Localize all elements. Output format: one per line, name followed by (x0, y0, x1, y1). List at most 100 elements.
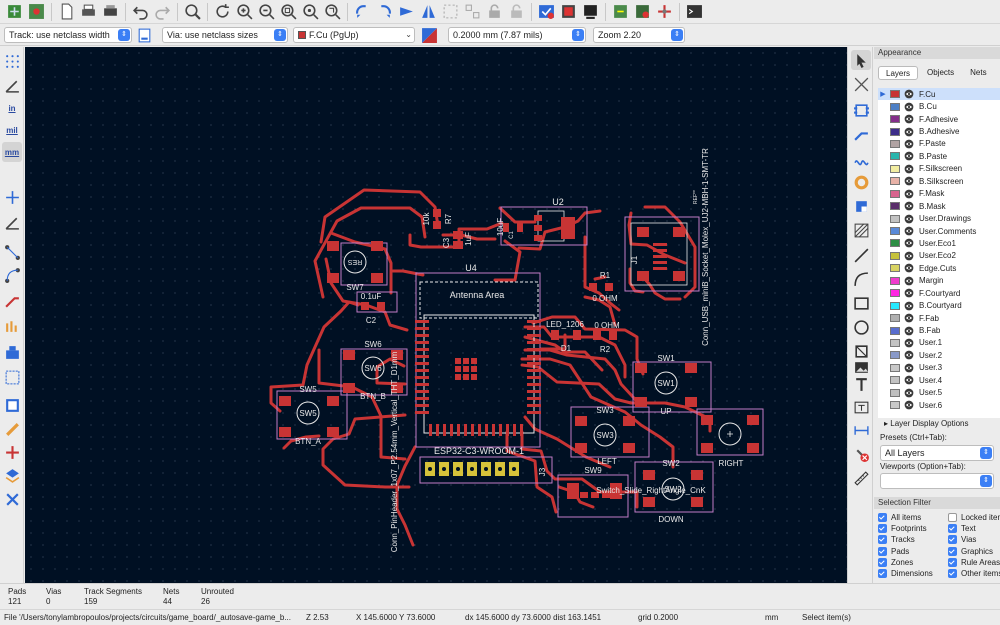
layer-select[interactable]: F.Cu (PgUp) ⌄ (293, 27, 415, 43)
sw3-switch[interactable]: SW3 SW3 LEFT (575, 406, 635, 466)
layer-row[interactable]: User.Drawings (878, 212, 1000, 224)
tab-objects[interactable]: Objects (927, 68, 955, 77)
visibility-eye-icon[interactable] (904, 238, 914, 248)
select-tool-icon[interactable] (851, 50, 871, 70)
checkbox[interactable] (948, 546, 957, 556)
ungroup-icon[interactable] (462, 1, 483, 22)
checkbox[interactable] (878, 513, 887, 522)
drc-icon[interactable] (536, 1, 557, 22)
layer-color-swatch[interactable] (890, 102, 900, 111)
measure-tool-icon[interactable] (851, 468, 871, 488)
draw-line-icon[interactable] (851, 245, 871, 265)
checkbox[interactable] (948, 524, 957, 534)
layer-row[interactable]: F.Courtyard (878, 287, 1000, 299)
layer-row[interactable]: F.Paste (878, 138, 1000, 150)
layer-row[interactable]: User.2 (878, 349, 1000, 361)
layer-row[interactable]: Margin (878, 275, 1000, 287)
draw-rectangle-icon[interactable] (851, 293, 871, 313)
layer-row[interactable]: F.Fab (878, 312, 1000, 324)
visibility-eye-icon[interactable] (904, 350, 914, 360)
layer-row[interactable]: F.Adhesive (878, 113, 1000, 125)
layer-row[interactable]: ▶F.Cu (878, 88, 1000, 101)
group-icon[interactable] (440, 1, 461, 22)
visibility-eye-icon[interactable] (904, 164, 914, 174)
layer-row[interactable]: User.5 (878, 387, 1000, 399)
u2-regulator[interactable]: U2 (534, 197, 575, 242)
layer-color-swatch[interactable] (890, 351, 900, 360)
filter-tracks[interactable]: Tracks (878, 535, 915, 545)
draw-polygon-icon[interactable] (851, 341, 871, 361)
filter-pads[interactable]: Pads (878, 546, 909, 556)
layer-row[interactable]: User.1 (878, 337, 1000, 349)
cursor-shape-icon[interactable] (2, 187, 22, 207)
filter-graphics[interactable]: Graphics (948, 546, 993, 556)
layer-color-swatch[interactable] (890, 289, 900, 298)
zoom-out-icon[interactable] (256, 1, 277, 22)
visibility-eye-icon[interactable] (904, 102, 914, 112)
zoom-fit-icon[interactable] (278, 1, 299, 22)
layers-display-icon[interactable] (2, 395, 22, 415)
passives-mid[interactable]: R1 0 OHM D1 LED_1206 R2 0 OHM (546, 271, 620, 354)
new-file-icon[interactable] (56, 1, 77, 22)
add-text-icon[interactable] (851, 374, 871, 394)
draw-arc-icon[interactable] (851, 269, 871, 289)
checkbox[interactable] (948, 535, 957, 545)
layer-color-swatch[interactable] (890, 177, 900, 186)
auto-track-width-icon[interactable] (134, 25, 155, 46)
rotate-cw-icon[interactable] (374, 1, 395, 22)
layer-color-swatch[interactable] (890, 227, 900, 236)
layer-color-swatch[interactable] (890, 202, 900, 211)
track-display-icon[interactable] (2, 292, 22, 312)
draw-circle-icon[interactable] (851, 317, 871, 337)
visibility-eye-icon[interactable] (904, 139, 914, 149)
checkbox[interactable] (878, 535, 887, 545)
zone-display-icon[interactable] (2, 342, 22, 362)
pcb-canvas[interactable]: U4 Antenna Area ESP32-C3-WROOM-1 U2 C1 1… (25, 47, 847, 583)
visibility-eye-icon[interactable] (904, 400, 914, 410)
rotate-ccw-icon[interactable] (352, 1, 373, 22)
layer-color-swatch[interactable] (890, 115, 900, 124)
rule-area-icon[interactable] (851, 220, 871, 240)
layer-row[interactable]: B.Silkscreen (878, 175, 1000, 187)
find-icon[interactable] (182, 1, 203, 22)
board-view[interactable]: U4 Antenna Area ESP32-C3-WROOM-1 U2 C1 1… (25, 47, 847, 583)
refresh-icon[interactable] (212, 1, 233, 22)
zoom-objects-icon[interactable] (300, 1, 321, 22)
layer-row[interactable]: B.Paste (878, 150, 1000, 162)
visibility-eye-icon[interactable] (904, 127, 914, 137)
layer-color-swatch[interactable] (890, 314, 900, 323)
checkbox[interactable] (878, 546, 887, 556)
checkbox[interactable] (878, 569, 887, 578)
visibility-eye-icon[interactable] (904, 176, 914, 186)
filter-all-items[interactable]: All items (878, 513, 921, 522)
filter-zones[interactable]: Zones (878, 557, 913, 567)
flip-board-icon[interactable] (2, 419, 22, 439)
tab-nets[interactable]: Nets (970, 68, 987, 77)
delete-tool-icon[interactable] (851, 444, 871, 464)
filter-dimensions[interactable]: Dimensions (878, 569, 933, 578)
sw6-switch[interactable]: SW6 SW6 BTN_B (343, 340, 403, 401)
u4-module[interactable]: U4 Antenna Area ESP32-C3-WROOM-1 (415, 263, 541, 456)
add-textbox-icon[interactable] (851, 397, 871, 417)
curved-ratsnest-icon[interactable] (2, 265, 22, 285)
sw5-switch[interactable]: SW5 SW5 BTN_A (279, 385, 339, 446)
layer-row[interactable]: B.Fab (878, 324, 1000, 336)
visibility-eye-icon[interactable] (904, 338, 914, 348)
router-icon[interactable] (654, 1, 675, 22)
visibility-eye-icon[interactable] (904, 114, 914, 124)
place-footprint-icon[interactable] (851, 100, 871, 120)
layer-color-swatch[interactable] (890, 164, 900, 173)
zoom-in-icon[interactable] (234, 1, 255, 22)
via-display-icon[interactable] (2, 315, 22, 335)
layer-row[interactable]: User.Eco2 (878, 250, 1000, 262)
visibility-eye-icon[interactable] (904, 251, 914, 261)
undo-icon[interactable] (130, 1, 151, 22)
layer-row[interactable]: User.6 (878, 399, 1000, 411)
filter-locked-items[interactable]: Locked items (948, 513, 1000, 522)
layer-color-swatch[interactable] (890, 376, 900, 385)
layer-row[interactable]: User.Eco1 (878, 237, 1000, 249)
passives-top[interactable]: C1 10uF C3 1uF 10k R7 (422, 209, 523, 249)
filter-text[interactable]: Text (948, 524, 976, 534)
layer-color-swatch[interactable] (890, 152, 900, 161)
filter-vias[interactable]: Vias (948, 535, 976, 545)
